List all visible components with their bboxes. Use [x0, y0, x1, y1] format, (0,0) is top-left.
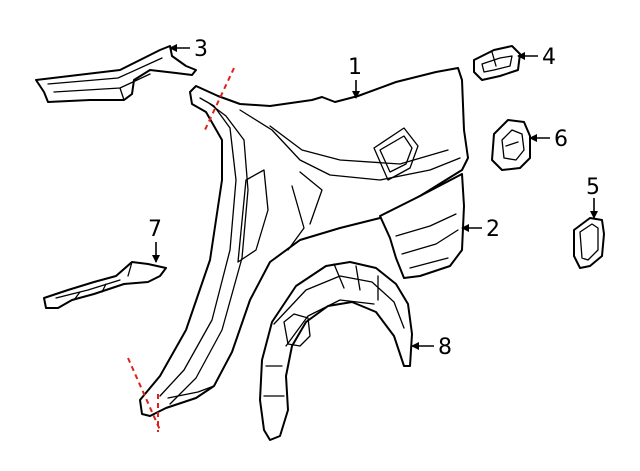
- callout-6-label: 6: [554, 127, 568, 152]
- callout-8-label: 8: [438, 335, 452, 360]
- callout-leaders: [152, 44, 598, 350]
- cut-line-upper: [203, 67, 235, 133]
- callout-4-label: 4: [542, 45, 556, 70]
- callout-5-label: 5: [586, 175, 600, 200]
- callout-1-label: 1: [348, 55, 362, 80]
- part-3-upper-reinforcement: [35, 45, 197, 103]
- part-6-filler-housing: [491, 119, 531, 171]
- callout-labels: 1 2 3 4 5 6 7 8: [148, 37, 600, 360]
- callout-7-label: 7: [148, 217, 162, 242]
- cut-line-lower: [127, 357, 161, 431]
- callout-3-label: 3: [194, 37, 208, 62]
- part-8-wheelhouse-liner: [259, 261, 413, 441]
- cut-lines: [127, 67, 235, 432]
- part-7-lower-extension: [43, 261, 167, 309]
- part-1-quarter-panel: [139, 67, 469, 417]
- callout-2-label: 2: [486, 217, 500, 242]
- part-4-fuel-pocket: [473, 45, 521, 81]
- part-5-fuel-door: [573, 217, 605, 269]
- part-2-lower-repair-panel: [379, 173, 465, 279]
